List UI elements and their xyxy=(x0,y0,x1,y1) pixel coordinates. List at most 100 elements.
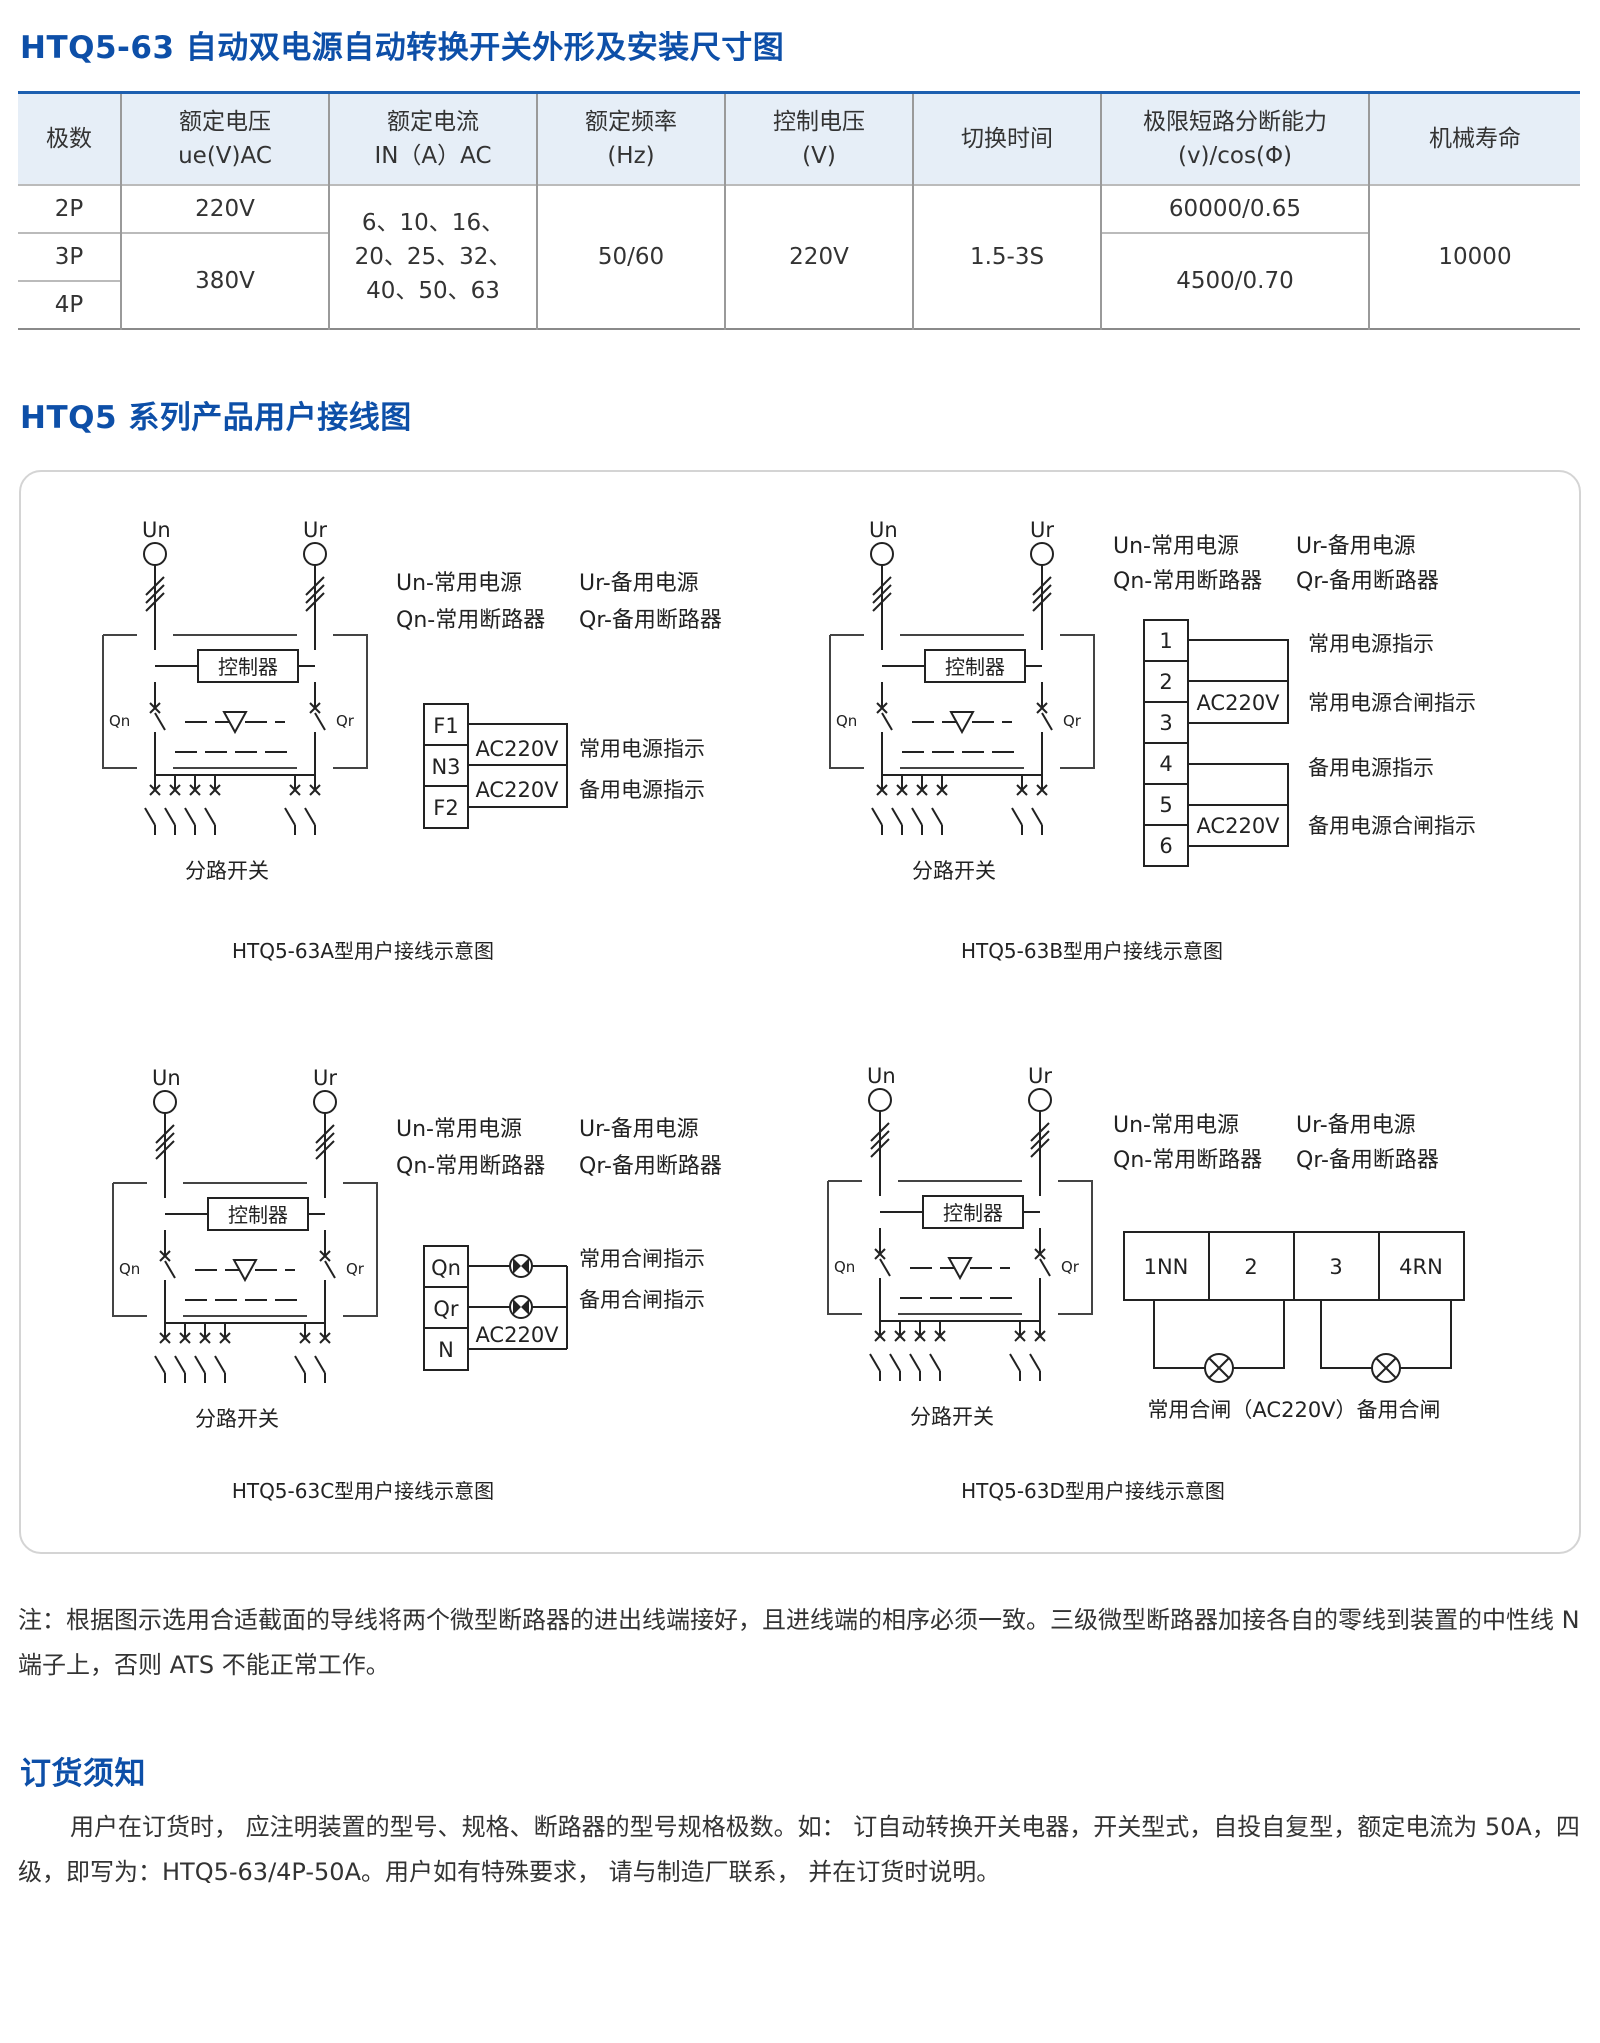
cell-current: 6、10、16、20、25、32、40、50、63 xyxy=(328,184,537,329)
terminal-f2: F2 xyxy=(433,796,458,820)
controller-label: 控制器 xyxy=(945,655,1005,679)
branch-switch-label: 分路开关 xyxy=(912,859,996,883)
branch-switch-label: 分路开关 xyxy=(910,1405,994,1429)
ur-label: Ur xyxy=(1030,518,1054,542)
qr-label: Qr xyxy=(1063,712,1082,730)
order-text: 用户在订货时， 应注明装置的型号、规格、断路器的型号规格极数。如： 订自动转换开… xyxy=(18,1813,1580,1886)
qr-desc: Qr-备用断路器 xyxy=(1296,569,1439,594)
qn-label: Qn xyxy=(836,712,857,730)
un-desc: Un-常用电源 xyxy=(396,1117,522,1142)
controller-label: 控制器 xyxy=(228,1203,288,1227)
un-label: Un xyxy=(152,1066,181,1090)
header-switch-time: 切换时间 xyxy=(912,92,1101,185)
ur-label: Ur xyxy=(1028,1064,1052,1088)
terminal-n3: N3 xyxy=(431,755,460,779)
qr-label: Qr xyxy=(1061,1258,1080,1276)
controller-label: 控制器 xyxy=(218,655,278,679)
indicator-label: 常用电源合闸指示 xyxy=(1308,691,1476,715)
table-row: 4P xyxy=(18,280,1580,329)
terminal-4rn: 4RN xyxy=(1399,1255,1443,1279)
terminal-6: 6 xyxy=(1159,834,1172,858)
qn-label: Qn xyxy=(109,712,130,730)
terminal-4: 4 xyxy=(1159,752,1172,776)
indicator-label: 常用电源指示 xyxy=(1308,632,1434,656)
terminal-n: N xyxy=(438,1338,454,1362)
ac220v-label: AC220V xyxy=(1196,814,1280,838)
cell-4p: 4P xyxy=(18,280,121,329)
qr-label: Qr xyxy=(346,1260,365,1278)
ur-label: Ur xyxy=(313,1066,337,1090)
lamp-icon xyxy=(509,1254,533,1278)
qr-desc: Qr-备用断路器 xyxy=(1296,1148,1439,1173)
diagram-a-caption: HTQ5-63A型用户接线示意图 xyxy=(232,939,494,963)
un-desc: Un-常用电源 xyxy=(396,571,522,596)
qn-label: Qn xyxy=(834,1258,855,1276)
table-row: 2P 220V 6、10、16、20、25、32、40、50、63 50/60 … xyxy=(18,184,1580,329)
diagram-c-caption: HTQ5-63C型用户接线示意图 xyxy=(232,1479,494,1503)
wiring-diagrams: Un Ur 控制器 Qn Qr 分路开关 Un-常用电源 Ur-备用电源 Qn-… xyxy=(102,518,1476,1503)
lamp-icon xyxy=(509,1295,533,1319)
terminal-5: 5 xyxy=(1159,793,1172,817)
ur-desc: Ur-备用电源 xyxy=(1296,534,1416,559)
header-control-voltage: 控制电压(V) xyxy=(724,92,913,185)
ac220v-label: AC220V xyxy=(475,778,559,802)
ur-desc: Ur-备用电源 xyxy=(579,571,699,596)
lamp-icon xyxy=(1371,1353,1401,1383)
terminal-3: 3 xyxy=(1329,1255,1342,1279)
table-row: 3P 380V 4500/0.70 xyxy=(18,232,1580,329)
cell-switch-time: 1.5-3S xyxy=(912,184,1101,329)
cell-control-voltage: 220V xyxy=(724,184,913,329)
terminal-qr: Qr xyxy=(433,1297,459,1321)
qn-desc: Qn-常用断路器 xyxy=(396,1154,545,1179)
cell-breaking-34p: 4500/0.70 xyxy=(1100,232,1369,329)
diagram-a: Un Ur 控制器 Qn Qr 分路开关 Un-常用电源 Ur-备用电源 Qn-… xyxy=(102,518,722,963)
diagram-b-caption: HTQ5-63B型用户接线示意图 xyxy=(961,939,1223,963)
qr-desc: Qr-备用断路器 xyxy=(579,608,722,633)
qn-desc: Qn-常用断路器 xyxy=(1113,569,1262,594)
lamp-icon xyxy=(1204,1353,1234,1383)
terminal-1: 1 xyxy=(1159,629,1172,653)
ac220v-label: AC220V xyxy=(475,737,559,761)
un-desc: Un-常用电源 xyxy=(1113,534,1239,559)
cell-3p: 3P xyxy=(18,232,121,281)
ur-label: Ur xyxy=(303,518,327,542)
diagram-d: Un Ur 控制器 Qn Qr 分路开关 Un-常用电源 Ur-备用电源 Qn-… xyxy=(827,1064,1465,1503)
indicator-label: 备用电源合闸指示 xyxy=(1308,814,1476,838)
cell-mech-life: 10000 xyxy=(1368,184,1580,329)
wiring-section-title: HTQ5 系列产品用户接线图 xyxy=(20,400,412,436)
indicator-label: 备用电源指示 xyxy=(1308,756,1434,780)
cell-frequency: 50/60 xyxy=(536,184,725,329)
terminal-2: 2 xyxy=(1244,1255,1257,1279)
spec-section-title: HTQ5-63 自动双电源自动转换开关外形及安装尺寸图 xyxy=(20,30,785,66)
branch-switch-label: 分路开关 xyxy=(185,859,269,883)
indicator-label: 备用电源指示 xyxy=(579,778,705,802)
qn-label: Qn xyxy=(119,1260,140,1278)
ur-desc: Ur-备用电源 xyxy=(1296,1113,1416,1138)
qn-desc: Qn-常用断路器 xyxy=(396,608,545,633)
un-label: Un xyxy=(142,518,171,542)
cell-voltage-2p: 220V xyxy=(120,184,329,233)
qr-desc: Qr-备用断路器 xyxy=(579,1154,722,1179)
un-label: Un xyxy=(869,518,898,542)
terminal-1nn: 1NN xyxy=(1144,1255,1189,1279)
header-frequency: 额定频率(Hz) xyxy=(536,92,725,185)
qn-desc: Qn-常用断路器 xyxy=(1113,1148,1262,1173)
terminal-qn: Qn xyxy=(431,1256,461,1280)
terminal-f1: F1 xyxy=(433,714,458,738)
ur-desc: Ur-备用电源 xyxy=(579,1117,699,1142)
qr-label: Qr xyxy=(336,712,355,730)
branch-switch-label: 分路开关 xyxy=(195,1407,279,1431)
diagram-b: Un Ur 控制器 Qn Qr 分路开关 Un-常用电源 Ur-备用电源 Qn-… xyxy=(829,518,1476,963)
indicator-label: 备用合闸指示 xyxy=(579,1288,705,1312)
wiring-note: 注：根据图示选用合适截面的导线将两个微型断路器的进出线端接好，且进线端的相序必须… xyxy=(18,1606,1580,1679)
diagram-c: Un Ur 控制器 Qn Qr 分路开关 Un-常用电源 Ur-备用电源 Qn-… xyxy=(112,1066,722,1503)
closing-indicator-label: 常用合闸（AC220V）备用合闸 xyxy=(1147,1398,1440,1422)
un-desc: Un-常用电源 xyxy=(1113,1113,1239,1138)
diagram-d-caption: HTQ5-63D型用户接线示意图 xyxy=(961,1479,1225,1503)
terminal-2: 2 xyxy=(1159,670,1172,694)
